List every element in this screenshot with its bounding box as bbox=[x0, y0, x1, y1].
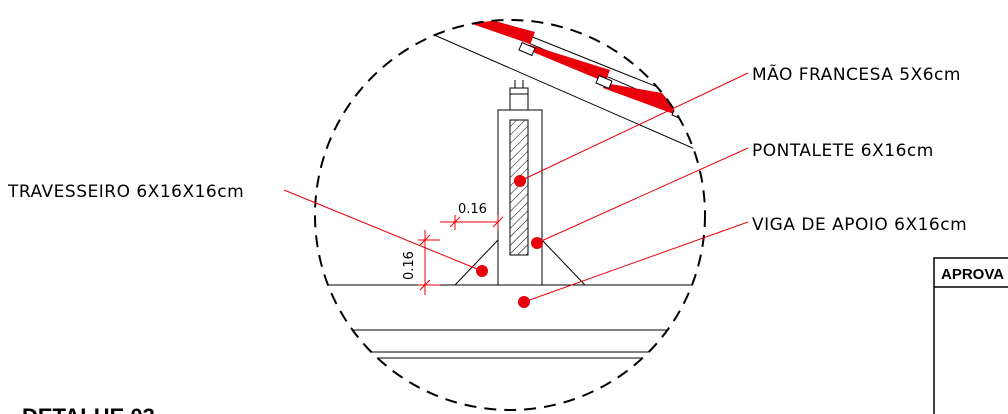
batten-2 bbox=[595, 74, 613, 90]
travesseiro-right bbox=[541, 239, 587, 286]
label-viga-apoio: VIGA DE APOIO 6X16cm bbox=[752, 215, 967, 235]
callout-dot-viga bbox=[518, 296, 530, 308]
detail-content bbox=[315, 20, 705, 359]
approval-box bbox=[933, 257, 1008, 414]
callout-dot-travesseiro bbox=[476, 265, 488, 277]
callout-dot-mao-francesa bbox=[514, 175, 526, 187]
leader-viga bbox=[523, 221, 749, 303]
detail-title: DETALHE 03 bbox=[22, 404, 155, 414]
label-pontalete: PONTALETE 6X16cm bbox=[752, 141, 934, 161]
rafter-line-bottom bbox=[399, 20, 705, 161]
dimension-vertical-value: 0.16 bbox=[402, 251, 417, 280]
post-top-block bbox=[509, 87, 529, 111]
mao-francesa-section bbox=[509, 119, 529, 256]
leader-travesseiro bbox=[283, 189, 483, 272]
leader-mao-francesa bbox=[519, 72, 749, 182]
label-travesseiro: TRAVESSEIRO 6X16X16cm bbox=[7, 182, 244, 202]
dimension-vertical: 0.16 bbox=[402, 230, 440, 295]
dimension-horizontal-value: 0.16 bbox=[458, 202, 487, 217]
dimension-horizontal: 0.16 bbox=[440, 202, 504, 230]
detail-circle bbox=[314, 19, 706, 411]
approval-box-heading: APROVA bbox=[941, 266, 1004, 283]
roof-tiles bbox=[455, 20, 705, 128]
leader-pontalete bbox=[536, 147, 749, 244]
label-mao-francesa: MÃO FRANCESA 5X6cm bbox=[752, 63, 961, 85]
batten-1 bbox=[518, 41, 536, 57]
callout-dot-pontalete bbox=[531, 237, 543, 249]
